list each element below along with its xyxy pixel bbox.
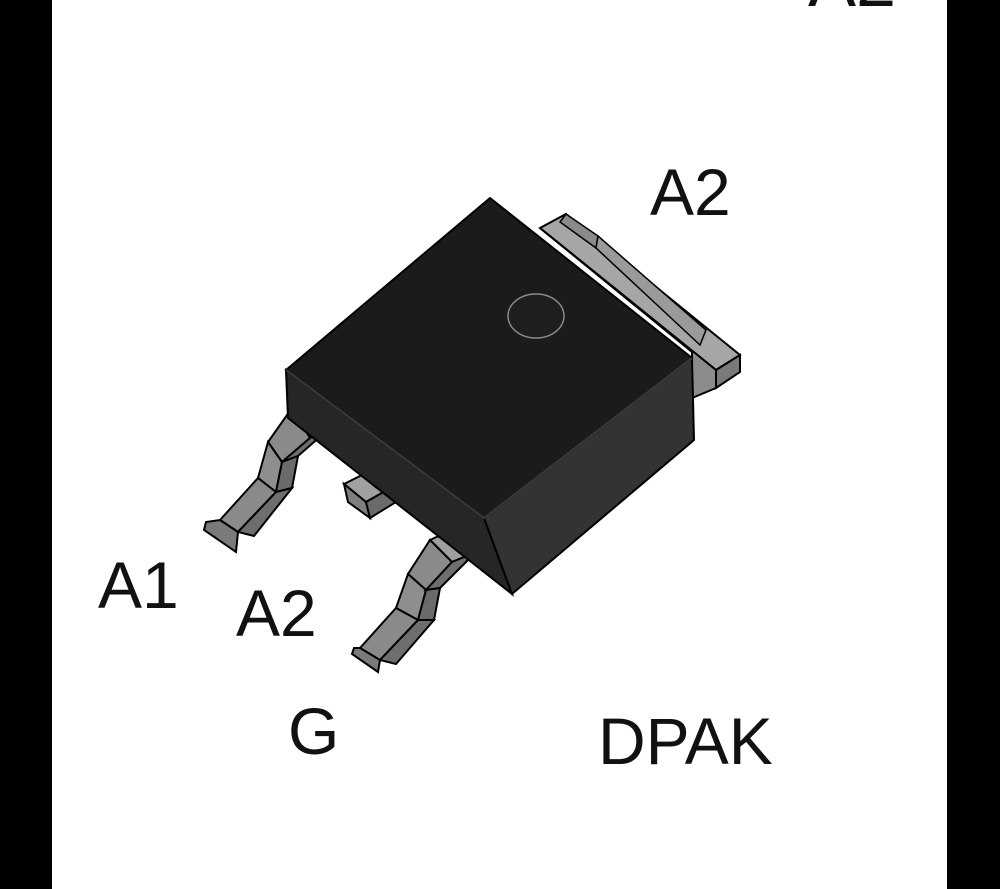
pin1-marker — [507, 293, 565, 339]
label-tab-a2: A2 — [650, 155, 731, 229]
label-pin-a1: A1 — [98, 548, 179, 622]
top-cut-label: A2 — [808, 0, 896, 22]
label-pin-a2: A2 — [236, 576, 317, 650]
plastic-body — [284, 196, 696, 597]
label-pin-g: G — [288, 694, 339, 768]
heatsink-tab — [538, 212, 742, 400]
package-name: DPAK — [598, 704, 773, 778]
